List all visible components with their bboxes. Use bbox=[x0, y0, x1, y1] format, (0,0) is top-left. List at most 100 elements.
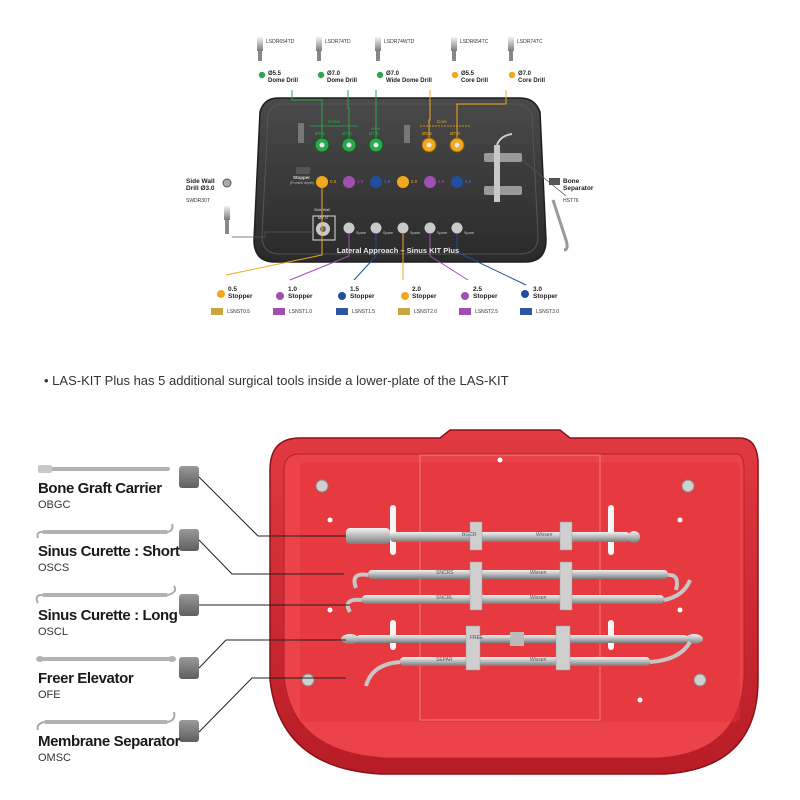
drill-name: Dome Drill bbox=[327, 78, 358, 84]
stopper-size: 3.0 bbox=[533, 286, 543, 293]
stopper-label: Stopper bbox=[412, 293, 437, 300]
stopper-value: 0.5 bbox=[330, 179, 337, 184]
bone-separator-code: HST76 bbox=[563, 198, 579, 204]
stopper-label: Stopper bbox=[533, 293, 558, 300]
stopper-code: LSNST3.0 bbox=[536, 309, 560, 315]
spare-label: Spare bbox=[410, 231, 421, 235]
side-wall-drill-name: Drill Ø3.0 bbox=[186, 185, 215, 192]
instrument-brand: Wissen bbox=[530, 657, 547, 663]
bone-separator-holder bbox=[484, 133, 522, 202]
instrument-engraving: SNCRS bbox=[436, 570, 454, 576]
stopper-sockets bbox=[296, 167, 463, 188]
stopper-label: Stopper bbox=[228, 293, 253, 300]
spare-label: Spare bbox=[356, 231, 367, 235]
spare-label: Spare bbox=[383, 231, 394, 235]
size-label: Ø7.0 bbox=[450, 131, 460, 136]
drill-size: Ø7.0 bbox=[386, 71, 400, 77]
tool-code: OSCL bbox=[38, 626, 68, 638]
instrument-engraving: FREE bbox=[470, 635, 484, 641]
side-wall-size: Ø7.0 bbox=[318, 215, 328, 220]
side-wall-inner-label: Side Wall bbox=[314, 208, 330, 212]
wide-label: Wide bbox=[371, 126, 381, 131]
drill-code: LSDR74WTD bbox=[384, 39, 415, 45]
tool-name: Freer Elevator bbox=[38, 670, 134, 687]
instrument-engraving: SNCRL bbox=[436, 595, 453, 601]
stopper-label: Stopper bbox=[288, 293, 313, 300]
stopper-value: 3.0 bbox=[465, 179, 472, 184]
tool-code: OFE bbox=[38, 689, 61, 701]
stopper-code: LSNST2.0 bbox=[414, 309, 438, 315]
tool-tabs bbox=[179, 466, 199, 742]
drill-sockets bbox=[298, 123, 465, 153]
callout-lines-orange bbox=[428, 90, 507, 138]
stopper-code: LSNST0.5 bbox=[227, 309, 251, 315]
stopper-value: 1.0 bbox=[357, 179, 364, 184]
kit-title: Lateral Approach – Sinus KIT Plus bbox=[336, 246, 460, 255]
instrument-engraving: SEPAR bbox=[436, 657, 453, 663]
drill-size: Ø7.0 bbox=[518, 71, 532, 77]
drill-code: LSDR74TD bbox=[325, 39, 351, 45]
color-dot-icon bbox=[508, 71, 516, 79]
side-wall-drill bbox=[222, 178, 313, 238]
stopper-code: LSNST1.5 bbox=[352, 309, 376, 315]
instrument-engraving: BGCR bbox=[462, 532, 477, 538]
spare-label: Spare bbox=[437, 231, 448, 235]
stopper-size: 0.5 bbox=[228, 286, 238, 293]
stopper-code: LSNST1.0 bbox=[289, 309, 313, 315]
stopper-size: 2.0 bbox=[412, 286, 422, 293]
stopper-size: 2.5 bbox=[473, 286, 483, 293]
drill-code: LSDR654TC bbox=[460, 39, 489, 45]
bone-separator bbox=[521, 159, 569, 252]
stopper-title: Stopper bbox=[293, 175, 311, 180]
stopper-label: Stopper bbox=[473, 293, 498, 300]
callout-lines-green bbox=[291, 90, 377, 138]
color-dot-icon bbox=[376, 71, 384, 79]
stopper-icons bbox=[211, 290, 532, 315]
stopper-size: 1.0 bbox=[288, 286, 298, 293]
side-wall-drill-name: Side Wall bbox=[186, 178, 215, 185]
drill-name: Wide Dome Drill bbox=[386, 78, 432, 84]
drill-code: LSDR654TD bbox=[266, 39, 295, 45]
dome-label: Dome bbox=[328, 119, 341, 124]
side-wall-drill-code: SWDR30T bbox=[186, 198, 210, 204]
tool-name: Bone Graft Carrier bbox=[38, 480, 162, 497]
color-dot-icon bbox=[451, 71, 459, 79]
instrument-brand: Wissen bbox=[536, 532, 553, 538]
spare-sockets bbox=[312, 215, 463, 241]
instrument-brand: Wissen bbox=[530, 595, 547, 601]
instrument-brand: Wissen bbox=[530, 570, 547, 576]
drill-name: Dome Drill bbox=[268, 78, 299, 84]
drill-bit-icon bbox=[257, 37, 514, 61]
description-text: • LAS-KIT Plus has 5 additional surgical… bbox=[44, 373, 509, 388]
color-dot-icon bbox=[258, 71, 266, 79]
drill-code: LSDR74TC bbox=[517, 39, 543, 45]
tool-callouts bbox=[198, 476, 350, 733]
drill-size: Ø5.5 bbox=[461, 71, 475, 77]
stopper-value: 2.5 bbox=[438, 179, 445, 184]
stopper-code: LSNST2.5 bbox=[475, 309, 499, 315]
tool-code: OBGC bbox=[38, 499, 71, 511]
stopper-label: Stopper bbox=[350, 293, 375, 300]
tool-name: Membrane Separator bbox=[38, 733, 181, 750]
tool-name: Sinus Curette : Short bbox=[38, 543, 180, 560]
bone-separator-name: Separator bbox=[563, 185, 594, 192]
stopper-value: 2.0 bbox=[411, 179, 418, 184]
tool-name: Sinus Curette : Long bbox=[38, 607, 178, 624]
drill-name: Core Drill bbox=[518, 78, 546, 84]
stopper-callouts bbox=[225, 188, 527, 286]
drill-size: Ø7.0 bbox=[327, 71, 341, 77]
size-label: Ø5.5 bbox=[422, 131, 432, 136]
core-label: Core bbox=[437, 119, 447, 124]
bone-separator-name: Bone bbox=[563, 178, 580, 185]
size-label: Ø7.0 bbox=[342, 131, 352, 136]
stopper-size: 1.5 bbox=[350, 286, 360, 293]
stopper-subtitle: (Prohibit depth) bbox=[290, 181, 314, 185]
tool-thumbnails bbox=[35, 465, 177, 731]
size-label: Ø7.0 bbox=[369, 131, 379, 136]
drill-name: Core Drill bbox=[461, 78, 489, 84]
spare-label: Spare bbox=[464, 231, 475, 235]
tool-code: OSCS bbox=[38, 562, 70, 574]
color-dot-icon bbox=[317, 71, 325, 79]
